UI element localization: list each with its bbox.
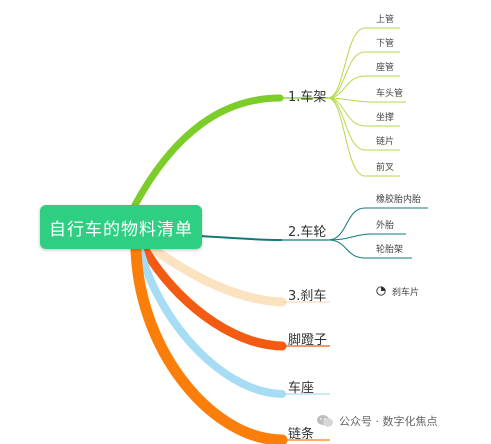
branch-label-brake[interactable]: 3.刹车 <box>288 289 327 304</box>
progress-pie-icon <box>376 286 386 296</box>
branch-connector-pedal <box>140 245 287 351</box>
leaf-frame-down-tube[interactable]: 下管 <box>376 39 395 49</box>
branch-connector-chain <box>130 244 288 444</box>
branch-connector-frame <box>131 94 284 209</box>
leaf-wheel-inner-tube[interactable]: 橡胶胎内胎 <box>376 195 422 205</box>
branch-connector-wheel <box>199 235 283 241</box>
branch-label-wheel[interactable]: 2.车轮 <box>288 225 327 240</box>
leaf-wheel-rim[interactable]: 轮胎架 <box>376 245 404 255</box>
leaf-frame-top-tube[interactable]: 上管 <box>376 15 395 25</box>
branch-label-seat[interactable]: 车座 <box>288 381 315 396</box>
root-node[interactable]: 自行车的物料清单 <box>40 205 202 249</box>
wechat-icon <box>317 415 333 427</box>
branch-label-pedal[interactable]: 脚蹬子 <box>288 333 328 348</box>
leaf-frame-chain-stay[interactable]: 链片 <box>376 137 395 147</box>
branch-label-frame[interactable]: 1.车架 <box>288 90 327 105</box>
frame-subbranches <box>327 27 406 177</box>
watermark: 公众号 · 数字化焦点 <box>316 413 438 429</box>
leaf-frame-head-tube[interactable]: 车头管 <box>376 89 404 99</box>
wheel-subbranches <box>327 207 428 259</box>
leaf-frame-seat-tube[interactable]: 座管 <box>376 63 395 73</box>
branch-connector-seat <box>136 246 286 398</box>
leaf-brake-pad[interactable]: 刹车片 <box>392 288 420 298</box>
root-label: 自行车的物料清单 <box>49 219 193 240</box>
branch-label-chain[interactable]: 链条 <box>288 427 315 442</box>
leaf-frame-fork[interactable]: 前叉 <box>376 163 395 173</box>
watermark-text: 公众号 · 数字化焦点 <box>339 415 438 428</box>
branch-connector-brake <box>147 243 287 307</box>
leaf-wheel-outer-tire[interactable]: 外胎 <box>376 221 395 231</box>
leaf-frame-seat-stay[interactable]: 坐撑 <box>376 113 395 123</box>
